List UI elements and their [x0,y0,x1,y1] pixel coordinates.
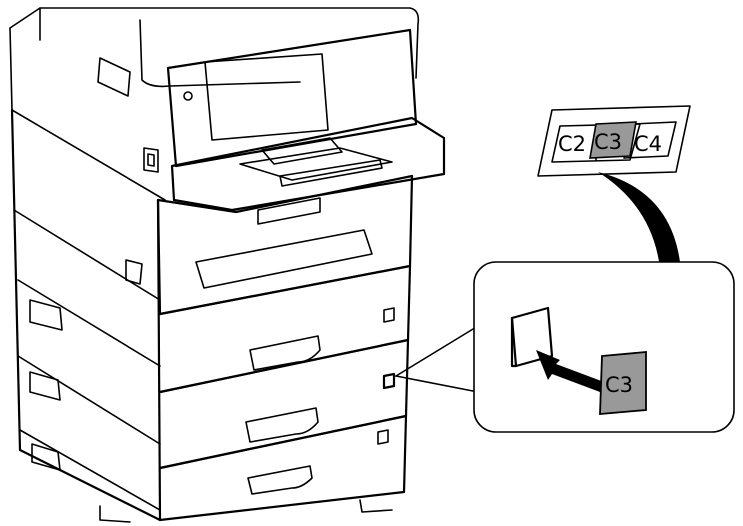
sheet-label-c3: C3 [594,130,622,154]
tray-3-handle [247,465,313,495]
zoom-callout: C3 [395,261,735,433]
callout-frame [473,261,735,433]
printer-illustration [9,7,446,523]
sheet-label-c4: C4 [634,132,662,156]
c3-sticker [599,351,647,415]
main-body-front [156,174,414,316]
tray-2 [158,338,410,470]
tray-3-label-slot [377,429,389,445]
tray-1 [158,264,412,394]
tray-3 [158,414,408,522]
label-slot-zoomed [510,306,554,368]
touch-screen [204,53,329,141]
tray-2-handle [245,407,319,443]
tray-2-label-slot [382,372,396,390]
tray-1-label-slot [383,307,395,323]
sheet-label-c2: C2 [558,132,586,156]
paper-cassette-1 [195,229,373,289]
power-icon [183,91,193,101]
sticker-label-c3: C3 [605,373,633,397]
straight-arrow [536,350,604,392]
output-tray [170,116,446,212]
label-sheet: C2 C3 C4 [537,105,691,177]
control-panel [166,28,418,168]
selected-label-highlight [589,121,637,159]
